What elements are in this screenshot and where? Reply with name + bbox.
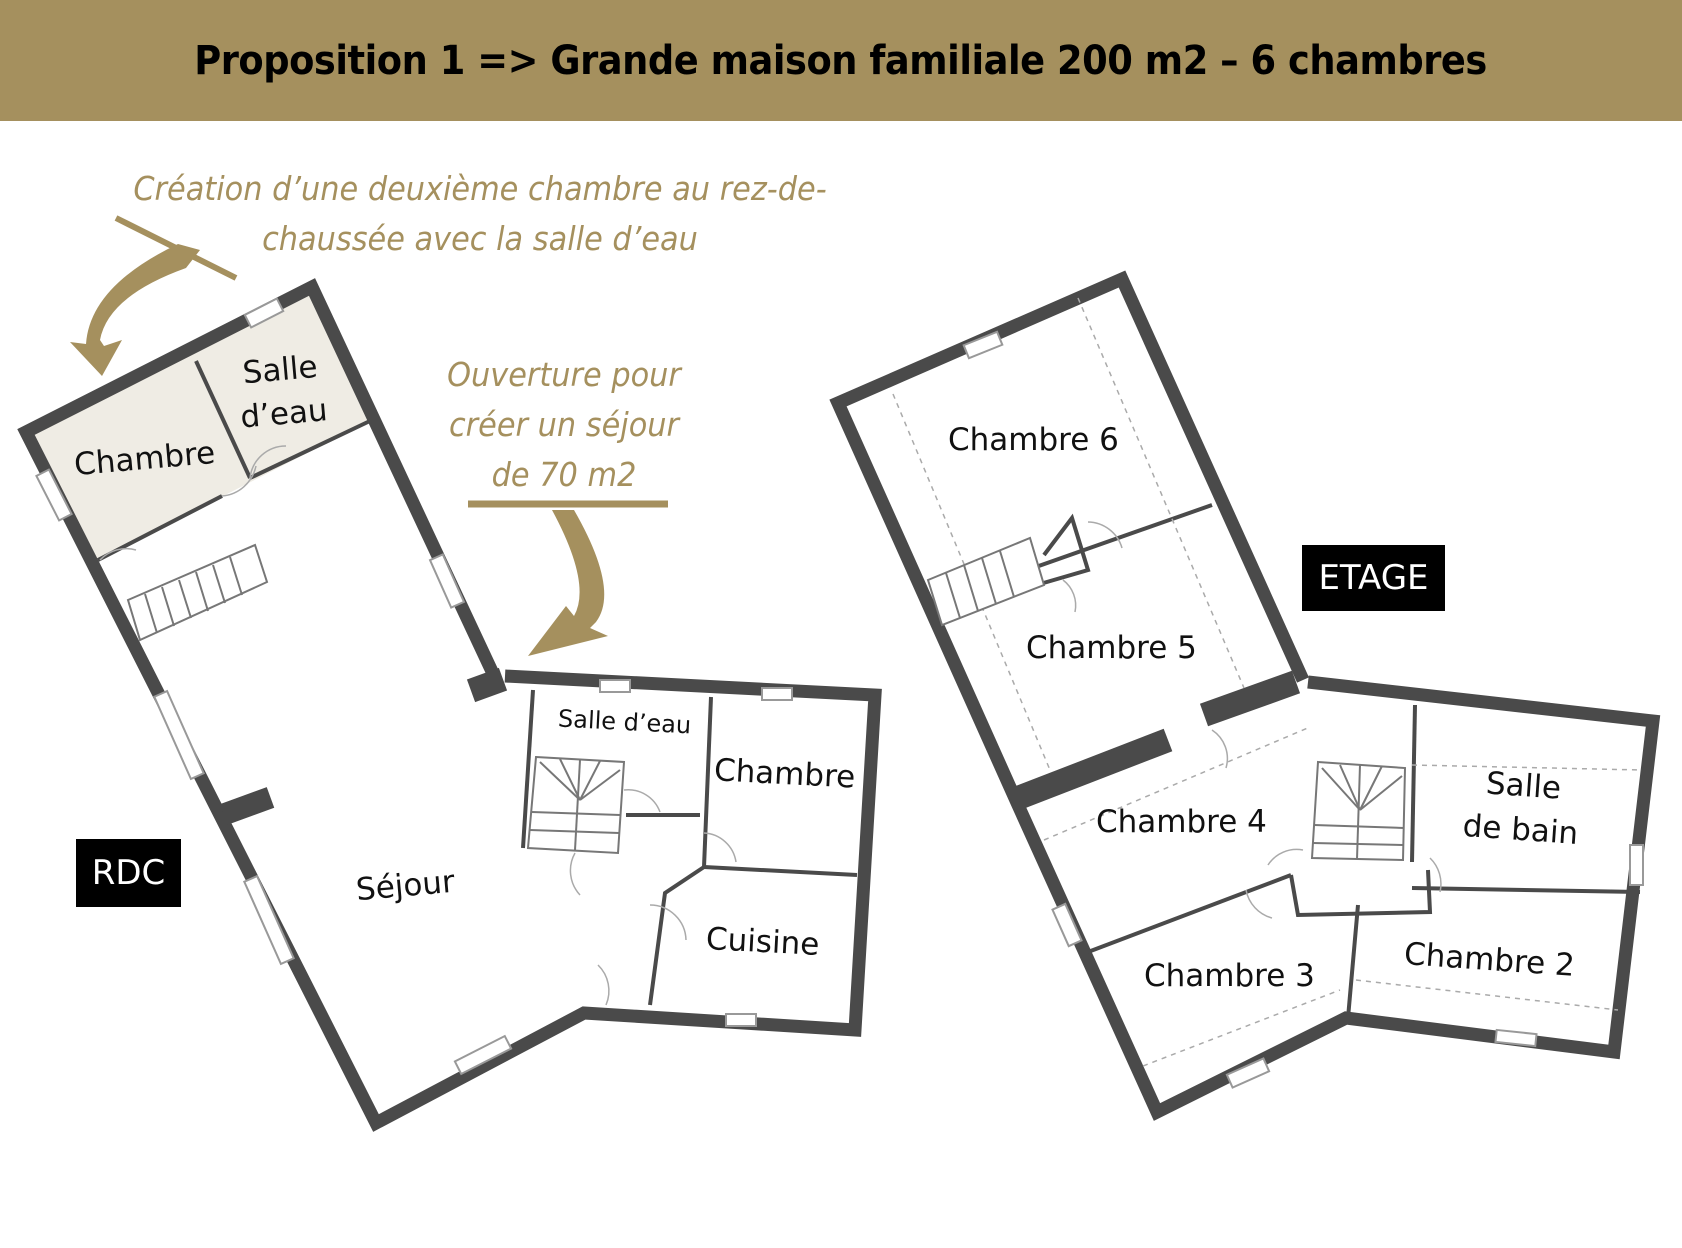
room-label-sejour: Séjour [354, 863, 457, 909]
staircase-upper-2 [1310, 760, 1407, 862]
level-tag-rdc: RDC [76, 839, 181, 907]
partition-bedroom-bath [194, 360, 252, 479]
room-label-salle-deau-small: Salle d’eau [557, 704, 692, 740]
upper-inner-wall [1013, 728, 1173, 810]
annotation-opening: Ouverture pour créer un séjour de 70 m2 [417, 350, 711, 500]
partition-cuisine [648, 865, 706, 1006]
pillar [219, 787, 275, 825]
level-tag-etage: ETAGE [1302, 545, 1445, 611]
page-title: Proposition 1 => Grande maison familiale… [194, 37, 1488, 84]
annotation-line: chaussée avec la salle d’eau [262, 219, 698, 258]
room-label-salle-deau-top: Salle d’eau [228, 344, 335, 440]
upper-inner-wall [1199, 670, 1301, 727]
room-label-line: d’eau [238, 392, 329, 436]
new-bedroom-area [26, 287, 372, 560]
upper-outer-wall [829, 270, 1661, 1121]
partition-sde-left [521, 689, 535, 849]
annotation-line: de 70 m2 [491, 455, 637, 494]
annotation-line: créer un séjour [448, 405, 680, 444]
partition-sde-right [702, 696, 713, 868]
room-label-cuisine: Cuisine [705, 921, 821, 963]
pillar [466, 667, 508, 703]
curved-arrow-left [70, 244, 200, 376]
room-label-chambre-4: Chambre 4 [1096, 804, 1267, 840]
room-label-chambre-right: Chambre [713, 752, 857, 796]
annotation-line: Création d’une deuxième chambre au rez-d… [133, 169, 827, 208]
title-banner: Proposition 1 => Grande maison familiale… [0, 0, 1682, 121]
room-label-chambre-6: Chambre 6 [948, 422, 1119, 458]
staircase-ground-2 [526, 755, 626, 855]
partition-chambre-bottom [703, 865, 858, 877]
ground-floor-plan [17, 278, 882, 1132]
annotation-bedroom-creation: Création d’une deuxième chambre au rez-d… [112, 164, 848, 264]
room-label-salle-de-bain: Salle de bain [1449, 759, 1595, 857]
room-label-chambre-5: Chambre 5 [1026, 630, 1197, 666]
partition-bath-bottom [249, 418, 373, 480]
annotation-line: Ouverture pour [447, 355, 681, 394]
staircase-upper-1 [926, 536, 1046, 627]
curved-arrow-right [528, 510, 608, 656]
staircase-ground-1 [126, 543, 269, 642]
upper-floor-plan [829, 270, 1661, 1121]
annotation-arrows [70, 215, 668, 656]
room-label-chambre-3: Chambre 3 [1144, 958, 1315, 994]
